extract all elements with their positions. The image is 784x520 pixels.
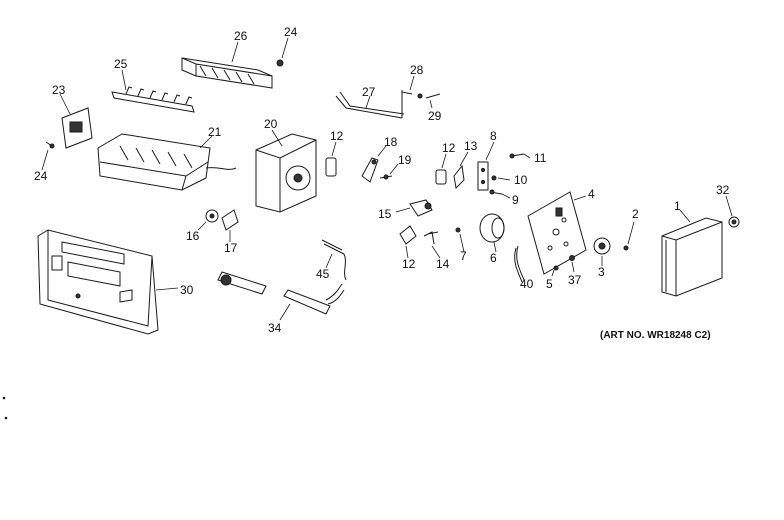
part-21-mold (97, 133, 237, 191)
callout-3: 3 (598, 265, 605, 279)
part-20-housing (255, 129, 317, 213)
callout-7: 7 (460, 249, 467, 263)
callout-27: 27 (362, 85, 376, 99)
scan-marks (2, 396, 8, 420)
part-2-screw (623, 221, 635, 251)
callout-34: 34 (268, 321, 282, 335)
part-30-frame (37, 229, 179, 335)
part-13-holder (453, 151, 469, 190)
callout-28: 28 (410, 63, 424, 77)
callout-18: 18 (384, 135, 398, 149)
callout-24: 24 (34, 169, 48, 183)
callout-16: 16 (186, 229, 200, 243)
callout-26: 26 (234, 29, 248, 43)
part-11-screw (509, 153, 531, 159)
part-26-stripper (181, 41, 273, 89)
callout-10: 10 (514, 173, 528, 187)
part-10-screw (491, 175, 511, 181)
part-12-lower (399, 225, 417, 259)
part-28-29-pin (401, 75, 441, 118)
part-9-screw (489, 189, 511, 199)
part-8-plate (477, 141, 495, 191)
part-3-gear (593, 237, 611, 266)
part-4-mounting-plate (527, 191, 587, 275)
callout-21: 21 (208, 125, 222, 139)
callout-17: 17 (224, 241, 238, 255)
part-23-bracket (59, 93, 93, 149)
part-16-nut (197, 209, 219, 231)
part-40-spring (514, 245, 525, 283)
callout-45: 45 (316, 267, 330, 281)
art-number-note: (ART NO. WR18248 C2) (600, 330, 711, 341)
callout-4: 4 (588, 187, 595, 201)
callout-14: 14 (436, 257, 450, 271)
callout-1: 1 (674, 199, 681, 213)
callout-15: 15 (378, 207, 392, 221)
part-37-screw (569, 255, 575, 273)
callout-2: 2 (632, 207, 639, 221)
part-18-lever (361, 145, 387, 183)
part-1-cover (661, 209, 723, 297)
part-17-clip (221, 209, 239, 242)
part-14-bracket (423, 231, 441, 259)
callout-37: 37 (568, 273, 582, 287)
part-5-screw (551, 265, 559, 277)
part-24-screw-top (276, 37, 289, 67)
part-45-harness (321, 239, 347, 281)
part-7-screw (455, 227, 465, 253)
callout-8: 8 (490, 129, 497, 143)
callout-29: 29 (428, 109, 442, 123)
part-25-ejector (111, 69, 195, 113)
callout-24: 24 (284, 25, 298, 39)
part-24-screw-left (41, 141, 55, 171)
callout-20: 20 (264, 117, 278, 131)
callout-9: 9 (512, 193, 519, 207)
callout-40: 40 (520, 277, 534, 291)
callout-12: 12 (402, 257, 416, 271)
callout-5: 5 (546, 277, 553, 291)
callout-12: 12 (330, 129, 344, 143)
part-34-tube (279, 283, 345, 321)
callout-13: 13 (464, 139, 478, 153)
part-32-nut (725, 195, 740, 228)
callout-12: 12 (442, 141, 456, 155)
part-6-motor (479, 213, 505, 253)
part-15-knob (395, 199, 433, 217)
callout-23: 23 (52, 83, 66, 97)
callout-25: 25 (114, 57, 128, 71)
callout-30: 30 (180, 283, 194, 297)
callout-32: 32 (716, 183, 730, 197)
part-27-arm (335, 91, 405, 119)
part-19-screw (379, 163, 399, 180)
part-12-thermostat (325, 141, 337, 177)
callout-19: 19 (398, 153, 412, 167)
part-34-tube-left (217, 271, 267, 295)
part-12-switch (435, 153, 447, 185)
callout-6: 6 (490, 251, 497, 265)
callout-11: 11 (534, 151, 547, 165)
